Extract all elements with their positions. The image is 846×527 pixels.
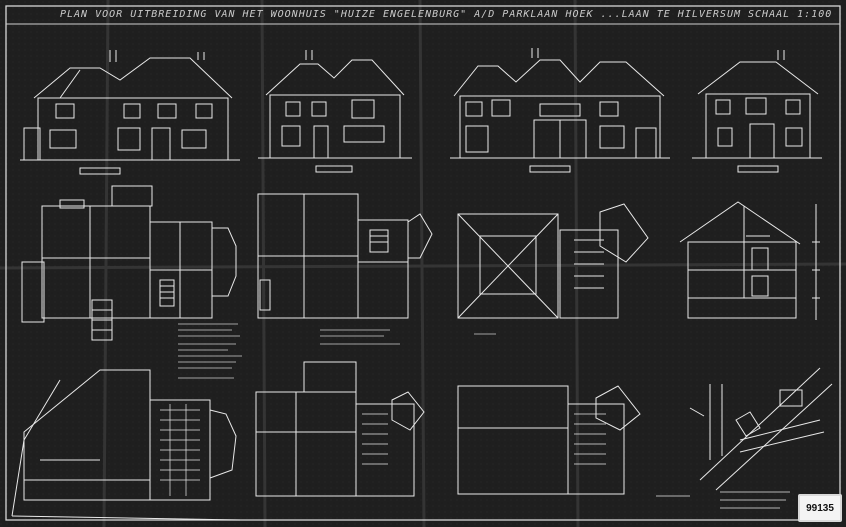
- elevation-north: [258, 50, 412, 173]
- plan-attic: [255, 361, 425, 497]
- plan-first-floor: [257, 193, 433, 319]
- sheet-title: PLAN VOOR UITBREIDING VAN HET WOONHUIS "…: [60, 9, 833, 20]
- archive-number-stamp: 99135: [798, 494, 842, 522]
- specification-notes: [178, 323, 496, 379]
- elevation-east: [692, 50, 822, 173]
- title-block-lines: [656, 491, 790, 509]
- elevation-west: [20, 50, 240, 175]
- site-plan: [689, 367, 833, 491]
- section-drawing: [679, 201, 820, 320]
- plan-ground-floor: [21, 185, 237, 341]
- sheet-border: [5, 5, 841, 521]
- plan-roof: [457, 203, 649, 319]
- plan-foundation: [11, 369, 241, 521]
- elevation-south: [450, 48, 670, 173]
- plan-upper-roof: [457, 385, 641, 495]
